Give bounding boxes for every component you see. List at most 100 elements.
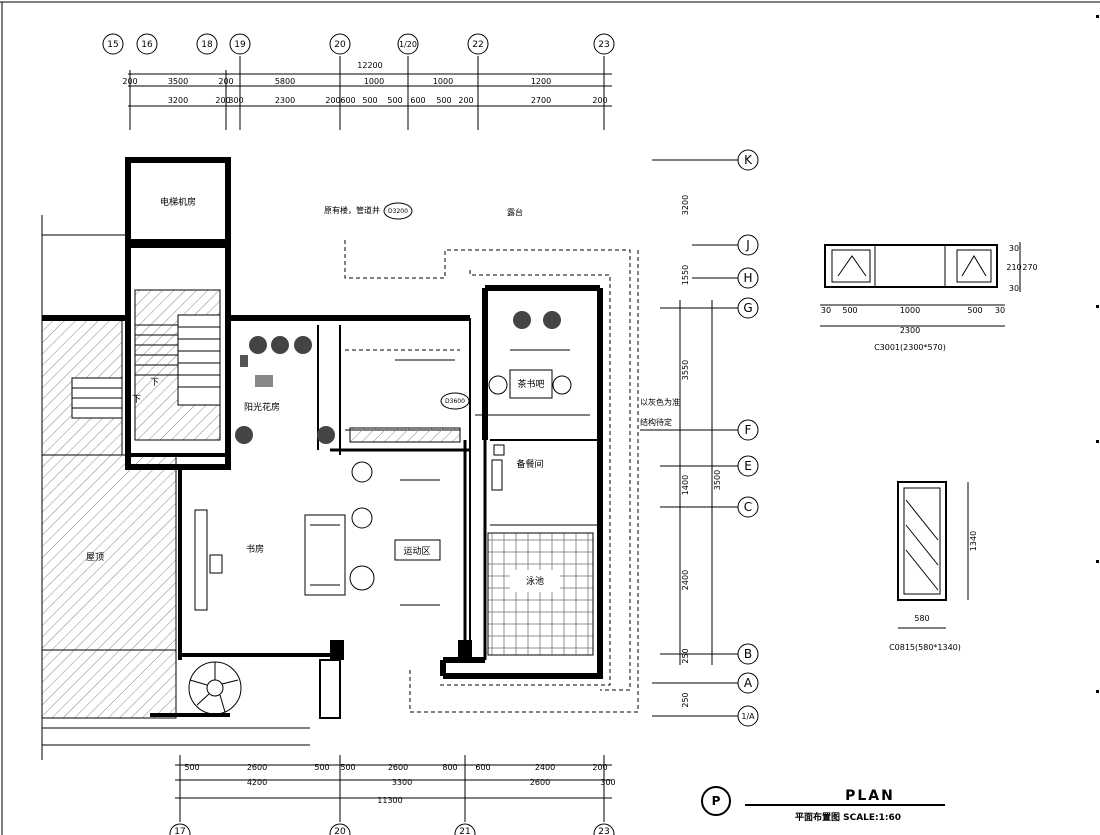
room-label-gym: 运动区 [403, 546, 430, 557]
grid-bubble [196, 33, 218, 55]
grid-label: 22 [472, 40, 483, 50]
detail-window-1: 30 500 1000 500 30 2300 30 210 30 270 C3… [820, 242, 1038, 352]
svg-text:200: 200 [325, 96, 340, 105]
svg-text:200: 200 [215, 96, 230, 105]
grid-label: 15 [107, 40, 118, 50]
grid-bubble [467, 33, 489, 55]
terrace-boundaries: 露台 原有楼，管道井 D3200 [324, 202, 639, 713]
roof-area: 屋顶 [41, 215, 310, 760]
top-dimensions: 12200 200 3500 200 5800 1000 1000 1200 3… [122, 61, 612, 107]
grid-label: 16 [141, 40, 153, 50]
svg-text:2600: 2600 [388, 763, 408, 772]
svg-text:C: C [744, 500, 752, 514]
top-grid-axis: 15 16 18 19 20 1/20 22 23 [102, 33, 615, 130]
middle-room: D3600 [345, 349, 470, 443]
edge-marks [1096, 15, 1099, 693]
grid-label: 1/20 [399, 40, 417, 49]
svg-text:500: 500 [184, 763, 199, 772]
title-symbol [701, 786, 731, 816]
svg-text:2400: 2400 [681, 570, 690, 590]
svg-text:3200: 3200 [681, 195, 690, 215]
svg-text:250: 250 [681, 648, 690, 663]
right-note-2: 结构待定 [640, 417, 672, 427]
svg-text:2600: 2600 [530, 778, 550, 787]
svg-text:3500: 3500 [168, 77, 188, 86]
roof-hatch [41, 649, 177, 719]
svg-text:300: 300 [228, 96, 243, 105]
svg-text:D3600: D3600 [445, 398, 465, 405]
svg-text:800: 800 [442, 763, 457, 772]
svg-text:1340: 1340 [969, 531, 978, 551]
svg-text:3550: 3550 [681, 360, 690, 380]
svg-text:500: 500 [387, 96, 402, 105]
grid-bubble [397, 33, 419, 55]
svg-text:2600: 2600 [247, 763, 267, 772]
grid-bubble [593, 33, 615, 55]
dim-total: 12200 [357, 61, 382, 70]
svg-text:200: 200 [122, 77, 137, 86]
svg-text:2700: 2700 [531, 96, 551, 105]
svg-text:3300: 3300 [392, 778, 412, 787]
room-label-elevator: 电梯机房 [160, 196, 196, 208]
svg-text:200: 200 [592, 763, 607, 772]
svg-text:300: 300 [600, 778, 615, 787]
grid-bubble [229, 33, 251, 55]
grid-label: 20 [334, 40, 346, 50]
svg-text:500: 500 [842, 306, 857, 315]
svg-text:P: P [712, 794, 721, 808]
title-sub: 平面布置图 SCALE:1:60 [795, 811, 901, 823]
svg-text:A: A [744, 676, 753, 690]
svg-text:23: 23 [598, 827, 609, 835]
detail2-label: C0815(580*1340) [889, 643, 961, 652]
roof-hatch [41, 454, 177, 651]
grid-label: 23 [598, 40, 609, 50]
svg-text:2400: 2400 [535, 763, 555, 772]
room-label-pool: 泳池 [526, 575, 544, 587]
svg-text:600: 600 [410, 96, 425, 105]
detail-window-2: 1340 580 C0815(580*1340) [889, 481, 978, 652]
svg-text:30: 30 [1009, 244, 1019, 253]
svg-text:200: 200 [592, 96, 607, 105]
svg-text:2300: 2300 [900, 326, 920, 335]
svg-text:600: 600 [340, 96, 355, 105]
svg-text:1000: 1000 [433, 77, 453, 86]
grid-bubble [329, 33, 351, 55]
bottom-grid-axis: 17 20 21 23 [169, 823, 615, 835]
svg-text:600: 600 [475, 763, 490, 772]
gym-area: 运动区 [304, 461, 441, 606]
stair-treads [135, 314, 221, 406]
svg-text:2300: 2300 [275, 96, 295, 105]
svg-text:下: 下 [132, 395, 141, 405]
room-label-terrace: 露台 [507, 207, 523, 217]
svg-text:3200: 3200 [168, 96, 188, 105]
right-grid-axis: K J H G F E C B A 1/A 3200 1550 3550 140… [640, 149, 759, 727]
svg-text:1200: 1200 [531, 77, 551, 86]
tag-bubble [383, 202, 413, 220]
svg-text:E: E [744, 459, 752, 473]
svg-text:K: K [744, 153, 753, 167]
svg-text:250: 250 [681, 692, 690, 707]
room-label-sunroom: 阳光花房 [244, 401, 280, 413]
pool: 泳池 [487, 532, 594, 656]
svg-text:500: 500 [340, 763, 355, 772]
svg-text:F: F [745, 423, 752, 437]
svg-text:30: 30 [1009, 284, 1019, 293]
grid-bubble [136, 33, 158, 55]
svg-text:G: G [743, 301, 752, 315]
elevator-stair-core: 电梯机房 下 下 [71, 157, 231, 470]
main-walls [42, 285, 603, 719]
tag-bubble [440, 392, 470, 410]
svg-text:1/A: 1/A [741, 712, 755, 721]
tea-room: 茶书吧 [475, 311, 590, 416]
svg-text:500: 500 [967, 306, 982, 315]
title-main: PLAN [845, 788, 895, 804]
svg-text:1400: 1400 [681, 475, 690, 495]
spiral-stair [188, 661, 242, 715]
svg-text:1000: 1000 [900, 306, 920, 315]
svg-text:500: 500 [362, 96, 377, 105]
svg-text:下: 下 [150, 378, 159, 388]
svg-text:D3200: D3200 [388, 208, 408, 215]
dim-bottom-total: 11300 [377, 796, 402, 805]
svg-text:17: 17 [174, 827, 185, 835]
